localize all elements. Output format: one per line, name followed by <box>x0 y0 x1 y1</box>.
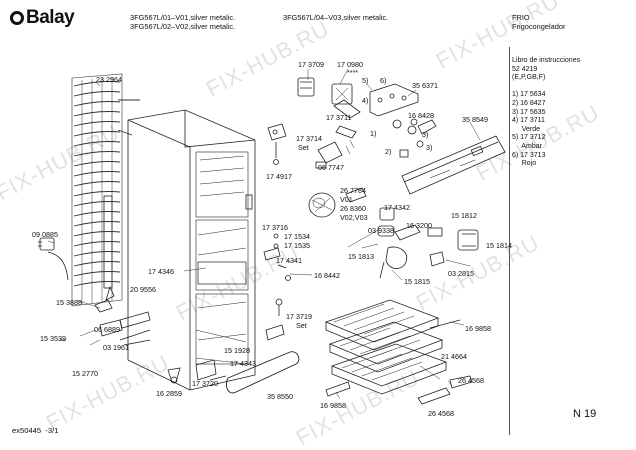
hinge-set-bottom <box>265 298 285 341</box>
sidebar: Libro de instrucciones 52 4219 (E,P,GB,F… <box>512 57 580 169</box>
part-label: 16 3200 <box>406 221 432 230</box>
sidebar-line: Verde <box>512 125 541 133</box>
part-label: 15 3888 <box>56 298 82 307</box>
part-label: 35 8550 <box>267 392 293 401</box>
evaporator-parts <box>345 187 479 279</box>
part-label: 17 4343 <box>230 359 256 368</box>
sidebar-line: 6) 17 3713 <box>512 151 546 159</box>
part-label: 03 9338 <box>368 226 394 235</box>
cabinet-feet <box>119 311 151 346</box>
control-panel <box>401 135 506 195</box>
model-line-1: 3FG567L/01–V01,silver metalic. <box>130 13 236 22</box>
part-label: 35 6371 <box>412 81 438 90</box>
part-label: 15 1928 <box>224 346 250 355</box>
part-label: 20 9556 <box>130 285 156 294</box>
subcategory: Frigocongelador <box>512 22 566 31</box>
hinge-mid <box>263 233 291 281</box>
sidebar-line: 2) 16 8427 <box>512 99 546 107</box>
part-label: 16 8442 <box>314 271 340 280</box>
part-label: V01 <box>340 195 353 204</box>
cabinet <box>127 109 256 391</box>
part-label: 26 7784 <box>340 186 366 195</box>
part-label: 17 3720 <box>192 379 218 388</box>
part-label: 16 2859 <box>156 389 182 398</box>
part-label: 15 1812 <box>451 211 477 220</box>
category: FRIO <box>512 13 530 22</box>
callout-label: 1) <box>370 129 377 138</box>
capillary-tube <box>47 195 115 301</box>
model-line-3: 3FG567L/04–V03,silver metalic. <box>283 13 389 22</box>
part-label: 15 1815 <box>404 277 430 286</box>
part-label: 15 2770 <box>72 369 98 378</box>
balay-logo-icon <box>10 11 24 25</box>
part-label: Set <box>296 321 307 330</box>
part-label: 15 1813 <box>348 252 374 261</box>
part-label: 17 3719 <box>286 312 312 321</box>
callout-label: 6) <box>380 76 387 85</box>
sidebar-line: 3) 17 5635 <box>512 108 546 116</box>
sidebar-line <box>512 83 580 92</box>
part-label: 21 4664 <box>441 352 467 361</box>
sidebar-line: Libro de instrucciones <box>512 57 581 64</box>
control-components <box>297 77 437 158</box>
part-label: 17 1534 <box>284 232 310 241</box>
part-label: 06 6889 <box>94 325 120 334</box>
part-label: 23 2964 <box>96 75 122 84</box>
brand-logo: Balay <box>10 7 75 28</box>
sidebar-line: Ambar <box>512 142 542 150</box>
part-label: 17 1535 <box>284 241 310 250</box>
part-label: 17 0980 <box>337 60 363 69</box>
part-label: 17 4341 <box>276 256 302 265</box>
part-label: V02,V03 <box>340 213 368 222</box>
callout-label: 3) <box>426 143 433 152</box>
lamp-assembly <box>315 139 355 169</box>
part-label: 35 8549 <box>462 115 488 124</box>
sidebar-line: 4) 17 3711 <box>512 117 545 125</box>
part-label: 26 4568 <box>428 409 454 418</box>
part-label: 15 1814 <box>486 241 512 250</box>
plug <box>38 237 55 251</box>
callout-label: 4) <box>362 96 369 105</box>
condenser-coil <box>71 73 140 307</box>
leader-lines <box>47 68 481 400</box>
part-label: 03 2815 <box>448 269 474 278</box>
part-label: 09 0885 <box>32 230 58 239</box>
brand-name: Balay <box>26 7 75 28</box>
footer-code: ex50445 -3/1 <box>12 426 59 435</box>
part-label: 17 4917 <box>266 172 292 181</box>
part-label: 16 8428 <box>408 111 434 120</box>
part-label: 16 9858 <box>465 324 491 333</box>
part-label: 06 7747 <box>318 163 344 172</box>
part-label: 16 9858 <box>320 401 346 410</box>
sidebar-line: (E,P,GB,F) <box>512 74 546 82</box>
sidebar-line: Rojo <box>512 160 537 168</box>
part-label: 17 3716 <box>262 223 288 232</box>
callout-label: 3) <box>422 130 429 139</box>
part-label: 17 3714 <box>296 134 322 143</box>
part-label: 03 1961 <box>103 343 129 352</box>
part-label: **** <box>347 68 359 77</box>
callout-label: 5) <box>362 76 369 85</box>
callout-label: 2) <box>385 147 392 156</box>
page-number: N 19 <box>573 408 597 420</box>
model-line-2: 3FG567L/02–V02,silver metalic. <box>130 22 236 31</box>
sidebar-line: 52 4219 <box>512 65 538 73</box>
part-label: 15 3539 <box>40 334 66 343</box>
fan <box>308 192 336 218</box>
part-label: Set <box>298 143 309 152</box>
part-label: 17 4346 <box>148 267 174 276</box>
base-parts <box>60 299 300 394</box>
divider <box>509 47 510 435</box>
part-label: 26 8360 <box>340 204 366 213</box>
part-label: 17 3711 <box>326 113 352 122</box>
sidebar-line: 1) 17 5634 <box>512 91 546 99</box>
hinge-set-top <box>267 123 287 165</box>
part-label: 17 3709 <box>298 60 324 69</box>
part-label: 26 4568 <box>458 376 484 385</box>
sidebar-line: 5) 17 3712 <box>512 134 546 142</box>
part-label: 17 4342 <box>384 203 410 212</box>
